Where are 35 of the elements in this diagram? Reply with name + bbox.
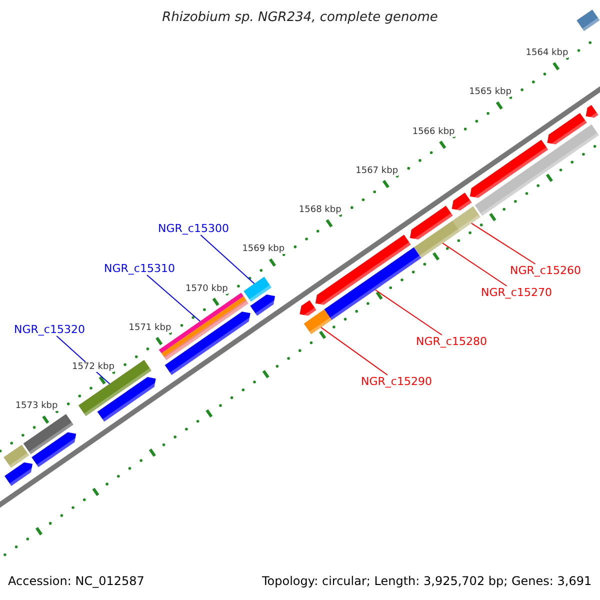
tick-label: 1570 kbp [185, 284, 228, 294]
genome-summary-text: Topology: circular; Length: 3,925,702 bp; Genes: 3,691 [262, 574, 592, 588]
gene-label: NGR_c15280 [416, 335, 487, 348]
gene-label: NGR_c15320 [14, 323, 85, 336]
diagram-title: Rhizobium sp. NGR234, complete genome [161, 10, 439, 25]
gene-label: NGR_c15310 [104, 262, 175, 275]
gene-label: NGR_c15290 [361, 375, 432, 388]
gene-label: NGR_c15270 [481, 286, 552, 299]
leader-line [442, 242, 508, 286]
gene-bar [304, 309, 332, 334]
gene-bar [452, 206, 480, 232]
leader-line [200, 234, 255, 284]
accession-text: Accession: NC_012587 [8, 574, 144, 588]
tick-label: 1567 kbp [356, 166, 398, 176]
tick-label: 1564 kbp [526, 48, 568, 58]
tick-label: 1568 kbp [298, 205, 342, 216]
gene-bar [324, 247, 422, 320]
tick-label: 1573 kbp [15, 401, 58, 412]
gene-bar [474, 124, 599, 216]
leader-line [374, 289, 442, 336]
pointed-gene-block [32, 432, 80, 468]
tick-label: 1566 kbp [412, 126, 455, 137]
tick-label: 1569 kbp [242, 244, 285, 254]
tick-label: 1572 kbp [72, 362, 114, 372]
tick-label: 1565 kbp [469, 87, 512, 98]
leader-line [470, 222, 536, 264]
gene-bar [576, 10, 600, 32]
tick-label: 1571 kbp [128, 322, 172, 333]
gene-bar [244, 276, 272, 302]
gene-bar [4, 444, 30, 468]
leader-line [320, 326, 388, 376]
gene-label: NGR_c15300 [158, 222, 229, 235]
gene-label: NGR_c15260 [510, 264, 581, 277]
gene-bar [23, 414, 74, 454]
gene-bar [414, 220, 460, 258]
